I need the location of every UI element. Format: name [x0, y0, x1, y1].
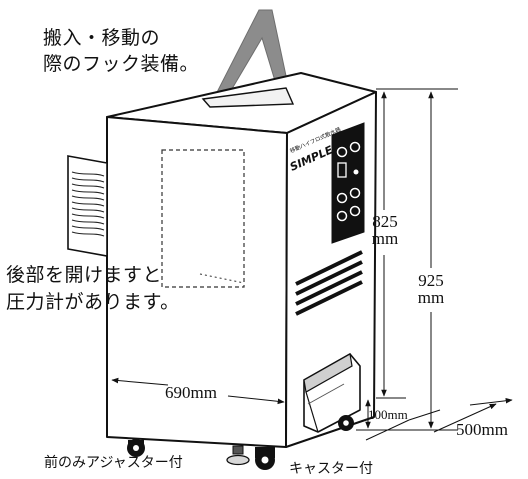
front-adjuster-label: 前のみアジャスター付	[44, 455, 183, 471]
cabinet-top	[106, 72, 377, 134]
rear-callout-line-1: 後部を開けますと	[6, 264, 163, 286]
width-dimension-label: 690mm	[165, 383, 217, 402]
width-dimension	[111, 377, 285, 405]
panel-button	[336, 210, 348, 222]
base-height-label: 100mm	[368, 407, 408, 422]
adjuster-foot	[226, 445, 250, 466]
rear-gauge-window-outline	[161, 149, 245, 288]
hook-callout-line-1: 搬入・移動の	[43, 27, 161, 49]
height-inner-label: 825 mm	[366, 213, 404, 247]
hose-tray	[303, 353, 361, 433]
height-total-value: 925	[418, 271, 444, 290]
panel-button	[336, 192, 348, 204]
rear-callout-line-2: 圧力計があります。	[6, 291, 180, 313]
left-vent-louver	[67, 155, 108, 257]
height-inner-unit: mm	[371, 229, 399, 248]
panel-button	[349, 205, 361, 217]
casters	[127, 415, 354, 470]
height-inner-value: 825	[372, 212, 398, 231]
depth-dimension	[365, 397, 513, 441]
depth-dimension-label: 500mm	[456, 420, 508, 439]
side-vent-slots	[295, 250, 363, 316]
panel-button	[349, 141, 361, 153]
caster-label: キャスター付	[289, 461, 373, 477]
panel-display	[337, 162, 347, 178]
panel-button	[336, 146, 348, 158]
height-extension-lines	[356, 88, 458, 431]
hook-callout-line-2: 際のフック装備。	[43, 53, 200, 75]
height-total-label: 925 mm	[412, 272, 450, 306]
control-panel	[331, 122, 365, 244]
panel-button	[349, 187, 361, 199]
panel-indicator	[353, 169, 359, 175]
height-total-unit: mm	[417, 288, 445, 307]
